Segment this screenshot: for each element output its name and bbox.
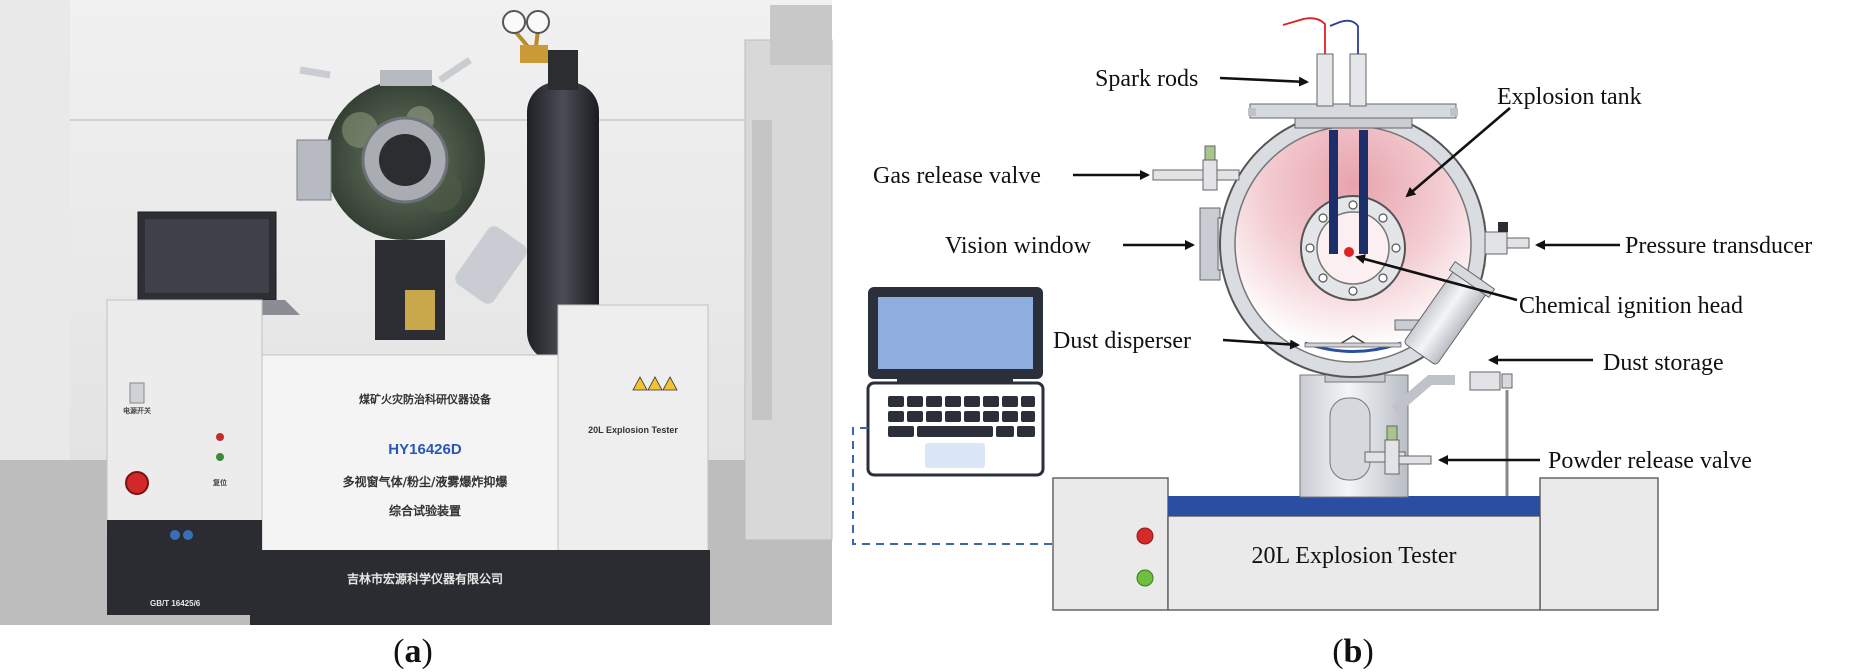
photo-green-indicator-icon [216, 453, 224, 461]
tester-middle-block [1167, 515, 1541, 611]
photo-small-label: 复位 [212, 478, 227, 487]
tester-label: 20L Explosion Tester [1252, 543, 1457, 569]
photo-cert-badges-icon [170, 530, 193, 540]
arrow-spark-rods [1219, 76, 1309, 87]
arrow-chemical-ignition [1355, 254, 1518, 302]
photo-left-wall-strip [0, 0, 70, 460]
tank-body [1199, 103, 1487, 378]
photo-standard-text: GB/T 16425/6 [150, 599, 201, 608]
label-pressure-transducer: Pressure transducer [1625, 233, 1812, 259]
photo-manufacturer-text: 吉林市宏源科学仪器有限公司 [347, 571, 503, 586]
photo-line2-text: 综合试验装置 [389, 503, 461, 518]
photo-gas-cylinder [527, 50, 599, 362]
photo-panel: 煤矿火灾防治科研仪器设备 HY16426D 多视窗气体/粉尘/液雾爆炸抑爆 综合… [0, 0, 833, 625]
label-spark-rods: Spark rods [1095, 66, 1198, 92]
schematic-panel: 20L Explosion Tester [852, 17, 1812, 611]
tester-left-block [1052, 477, 1169, 611]
arrow-dust-disperser [1222, 338, 1300, 350]
photo-main-cabinet [106, 299, 710, 625]
label-powder-release-valve: Powder release valve [1548, 448, 1752, 474]
photo-switch-label: 电源开关 [123, 406, 151, 415]
label-chemical-ignition-head: Chemical ignition head [1519, 293, 1743, 319]
ring-bolts [1305, 200, 1401, 296]
pressure-transducer-device [1484, 222, 1530, 255]
spark-rods [1282, 17, 1367, 107]
photo-laptop [118, 211, 300, 315]
powder-release-valve-device [1364, 425, 1432, 475]
electrode-right [1359, 130, 1368, 254]
led-red-icon [1136, 527, 1154, 545]
panel-label-a: (a) [393, 633, 433, 670]
laptop-screen [878, 297, 1033, 369]
arrow-explosion-tank [1405, 107, 1511, 198]
label-gas-release-valve: Gas release valve [873, 163, 1041, 189]
photo-right-label: 20L Explosion Tester [588, 425, 678, 435]
photo-right-cabinet [744, 5, 833, 541]
tester-right-block [1539, 477, 1659, 611]
ignition-head-icon [1344, 247, 1354, 257]
laptop-keyboard [888, 396, 1035, 437]
vision-window-flange-left [1199, 207, 1221, 281]
photo-dust-canister [455, 226, 527, 304]
led-green-icon [1136, 569, 1154, 587]
photo-power-switch-icon [129, 382, 145, 404]
tester-top-bar [1168, 496, 1540, 516]
photo-pressure-gauges [502, 10, 550, 63]
photo-warning-signs-icon [632, 376, 678, 391]
label-dust-disperser: Dust disperser [1053, 328, 1191, 354]
gas-release-valve [1152, 145, 1240, 191]
photo-line1-text: 多视窗气体/粉尘/液雾爆炸抑爆 [343, 474, 509, 489]
label-dust-storage: Dust storage [1603, 350, 1724, 376]
photo-model-text: HY16426D [388, 441, 462, 458]
laptop [866, 287, 1045, 477]
tester-base: 20L Explosion Tester [1052, 477, 1659, 611]
photo-red-indicator-icon [216, 433, 224, 441]
photo-explosion-sphere [296, 57, 485, 240]
data-cable [852, 427, 1053, 545]
label-vision-window: Vision window [945, 233, 1092, 259]
photo-emergency-stop-icon [125, 471, 149, 495]
photo-top-text: 煤矿火灾防治科研仪器设备 [359, 392, 492, 406]
photo-valve-block [405, 290, 435, 330]
laptop-trackpad [925, 443, 985, 468]
label-explosion-tank: Explosion tank [1497, 84, 1642, 110]
electrode-left [1329, 130, 1338, 254]
panel-label-b: (b) [1332, 633, 1374, 670]
